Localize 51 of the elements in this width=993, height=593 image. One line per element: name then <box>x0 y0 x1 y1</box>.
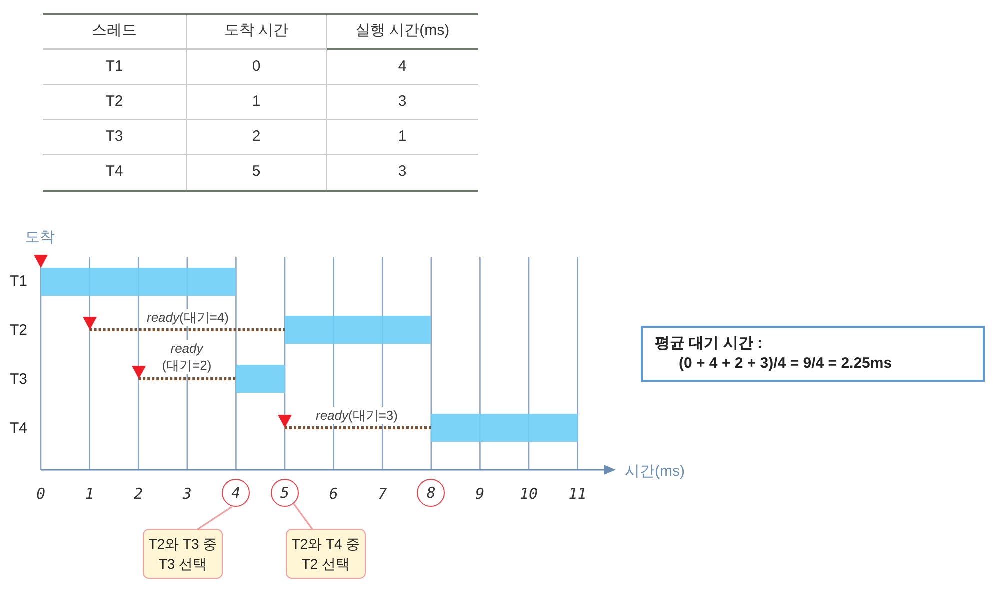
table-cell: T4 <box>43 155 187 190</box>
edge-label: ready(대기=3) <box>316 407 398 424</box>
table-cell: 0 <box>187 50 327 85</box>
arrival-marker <box>278 415 292 428</box>
row-label: T2 <box>10 321 28 341</box>
arrival-marker <box>82 317 97 330</box>
average-wait-box <box>641 326 985 382</box>
tick-label: 6 <box>328 484 340 505</box>
arrival-marker <box>132 366 146 379</box>
box-heading: 평균 대기 시간 : <box>655 334 764 354</box>
tick-label: 7 <box>377 484 388 505</box>
row-label: T1 <box>10 272 28 292</box>
edge-label: ready(대기=4) <box>146 309 229 326</box>
table-header-cell: 실행 시간(ms) <box>327 15 478 50</box>
table-header-cell: 도착 시간 <box>187 15 327 50</box>
table-cell-text: 3 <box>397 162 408 182</box>
execution-bar <box>431 414 578 442</box>
table-cell: 1 <box>327 120 478 155</box>
highlighted-tick: 8 <box>417 479 446 507</box>
table-cell: 4 <box>327 50 478 85</box>
execution-bar <box>236 365 285 393</box>
callout-box: T2와 T3 중 T3 선택 <box>143 529 223 579</box>
table-cell: T1 <box>43 50 187 85</box>
highlighted-tick: 4 <box>222 479 250 507</box>
table-cell: 2 <box>187 120 327 155</box>
ready-line <box>285 426 432 430</box>
arrival-marker <box>34 255 48 268</box>
row-label: T4 <box>10 419 28 439</box>
tick-label: 9 <box>474 484 486 505</box>
tick-label: 10 <box>518 484 540 505</box>
tick-label: 3 <box>182 484 193 505</box>
execution-bar <box>285 316 432 344</box>
axis-title: 도착 <box>25 228 55 248</box>
ready-line <box>90 328 285 332</box>
table-cell: T3 <box>43 120 187 155</box>
table-cell: 3 <box>327 85 478 120</box>
highlighted-tick: 5 <box>271 479 299 507</box>
tick-label: 2 <box>133 484 144 505</box>
table-header-cell: 스레드 <box>43 15 187 50</box>
axis-label: 시간(ms) <box>625 462 685 482</box>
tick-label: 0 <box>35 484 47 505</box>
table-cell: 1 <box>187 85 327 120</box>
table-cell: T2 <box>43 85 187 120</box>
tick-label: 1 <box>84 484 96 505</box>
callout-box: T2와 T4 중 T2 선택 <box>286 529 366 579</box>
table-cell: 5 <box>187 155 327 190</box>
formula-text: (0 + 4 + 2 + 3)/4 = 9/4 = 2.25ms <box>678 354 894 374</box>
execution-bar <box>41 268 236 296</box>
ready-line <box>138 378 236 380</box>
tick-label: 11 <box>568 484 588 505</box>
row-label: T3 <box>10 370 28 390</box>
